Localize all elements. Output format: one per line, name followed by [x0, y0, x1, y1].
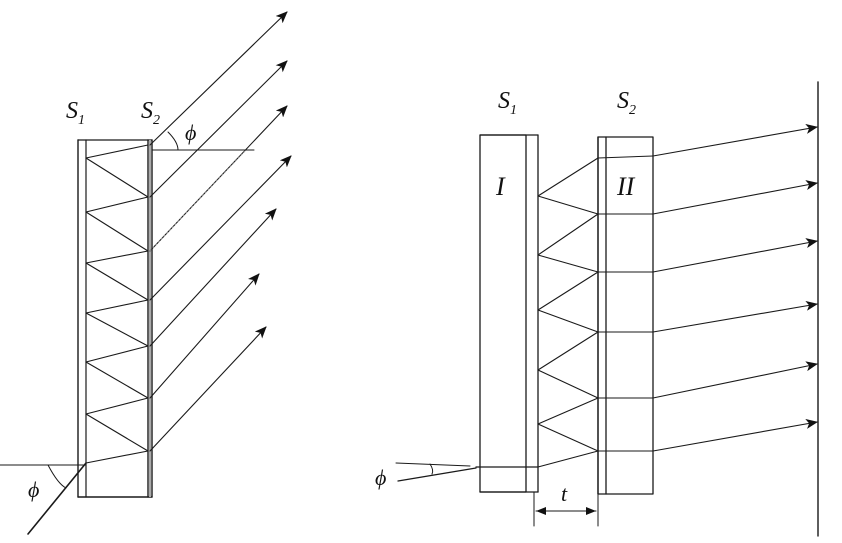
left-bottom-angle-arc [47, 464, 67, 489]
left-plate [77, 139, 153, 498]
right-label-s2: S2 [617, 88, 636, 118]
left-angle-top-label: ϕ [185, 120, 196, 145]
block-ii [597, 136, 654, 495]
left-label-s1: S1 [66, 98, 85, 128]
gap-dimension [533, 491, 599, 527]
left-wavefront [149, 149, 247, 252]
left-top-angle-arc [167, 131, 179, 151]
right-diagram: S1 S2 I II t ϕ [375, 81, 819, 537]
gap-label-t: t [561, 481, 568, 506]
right-zigzag-path [537, 157, 599, 468]
left-transmitted-rays [149, 11, 292, 452]
block-ii-label: II [616, 172, 636, 201]
left-zigzag-path [85, 144, 149, 464]
right-normal-line [395, 462, 471, 467]
right-incident-ray [397, 467, 477, 482]
right-transmitted-rays [652, 123, 818, 452]
left-angle-bottom-label: ϕ [28, 477, 39, 502]
left-diagram: S1 S2 ϕ ϕ [0, 11, 292, 535]
right-angle-arc [429, 463, 434, 475]
block-i-label: I [495, 172, 506, 201]
left-incident-ray [27, 462, 87, 535]
block-i [479, 134, 539, 493]
block-ii-rays [597, 155, 654, 452]
right-label-s1: S1 [498, 88, 517, 118]
left-label-s2: S2 [141, 98, 160, 128]
right-angle-label: ϕ [375, 465, 386, 490]
